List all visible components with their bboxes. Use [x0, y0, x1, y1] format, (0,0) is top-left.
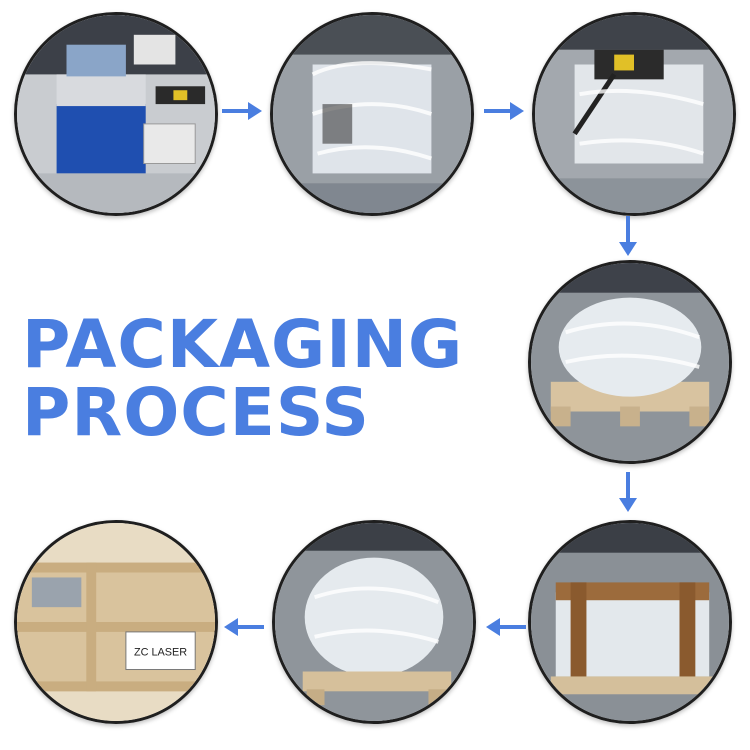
- step-3-foam-and-film-wrap: [532, 12, 736, 216]
- unpacked-machine-photo: [17, 15, 215, 213]
- step-5-strapped-with-cardboard: [528, 520, 732, 724]
- title-line-1: PACKAGING: [22, 306, 464, 383]
- strapped-with-cardboard-photo: [531, 523, 729, 721]
- film-wrapped-machine-photo: [273, 15, 471, 213]
- film-wrapped-on-pallet-photo: [275, 523, 473, 721]
- wooden-crate-photo: ZC LASER: [17, 523, 215, 721]
- step-7-wooden-crate: ZC LASER: [14, 520, 218, 724]
- arrow-right-icon: [484, 100, 526, 122]
- step-2-film-wrapped-machine: [270, 12, 474, 216]
- step-1-unpacked-machine: [14, 12, 218, 216]
- arrow-left-icon: [222, 616, 264, 638]
- wrapped-on-pallet-photo: [531, 263, 729, 461]
- step-4-wrapped-on-pallet: [528, 260, 732, 464]
- arrow-down-icon: [617, 216, 639, 258]
- arrow-left-icon: [484, 616, 526, 638]
- arrow-down-icon: [617, 472, 639, 514]
- title-line-2: PROCESS: [22, 374, 370, 451]
- crate-label: ZC LASER: [134, 647, 187, 659]
- step-6-film-wrapped-on-pallet: [272, 520, 476, 724]
- foam-and-film-wrap-photo: [535, 15, 733, 213]
- arrow-right-icon: [222, 100, 264, 122]
